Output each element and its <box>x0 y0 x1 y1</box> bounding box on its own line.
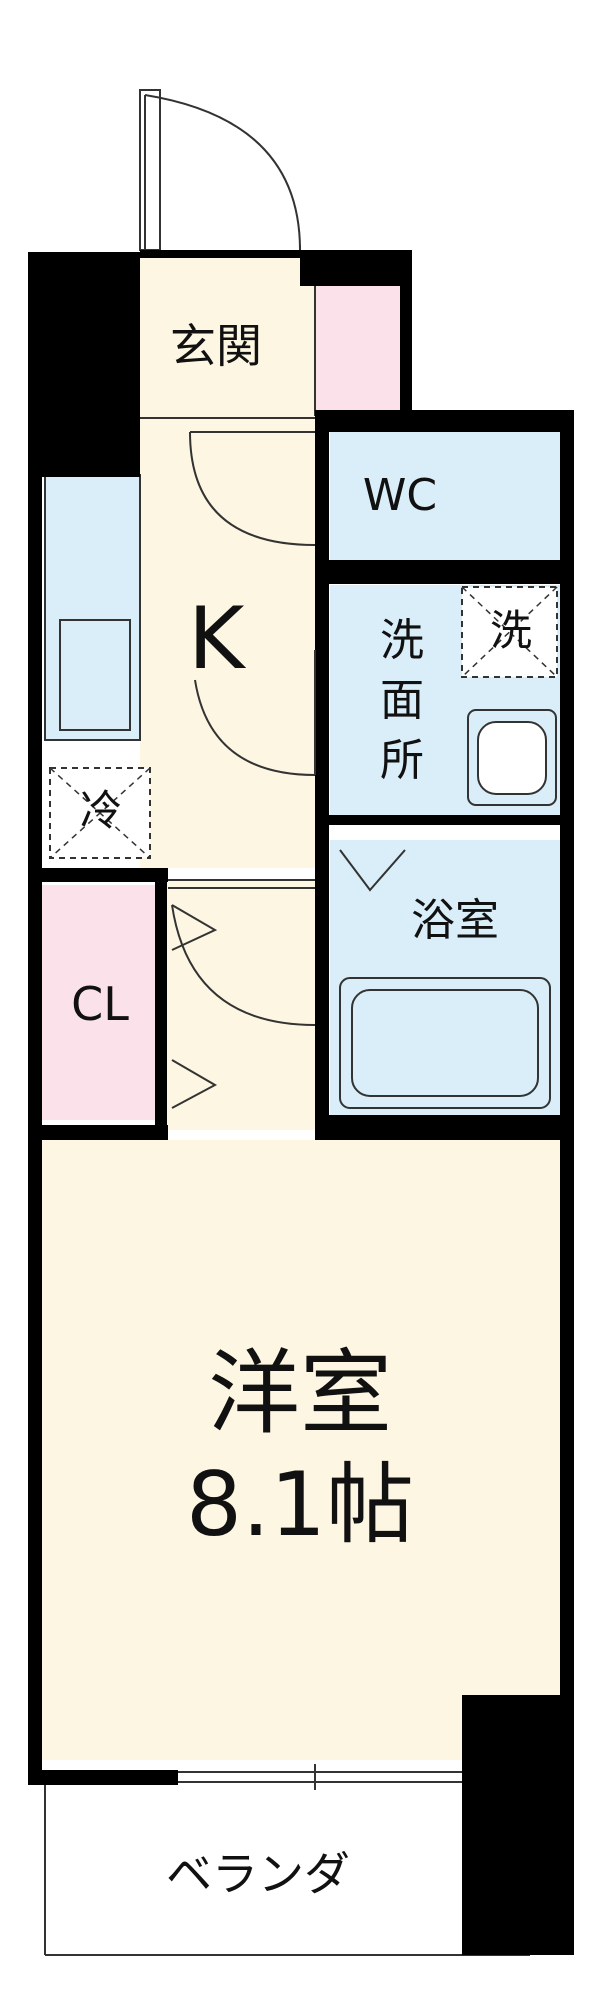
bathroom-label: 浴室 <box>411 895 499 946</box>
shoe-storage <box>314 284 411 416</box>
genkan-floor <box>140 258 315 418</box>
washroom-label-3: 所 <box>380 735 424 786</box>
fridge-label: 冷 <box>80 786 122 835</box>
western-room-size: 8.1帖 <box>186 1453 414 1556</box>
kitchen-label: K <box>188 589 247 689</box>
kitchen-floor <box>140 418 315 868</box>
closet-floor <box>42 885 157 1120</box>
washroom-label-1: 洗 <box>380 615 424 666</box>
door-swings <box>140 417 462 1790</box>
western-room-floor <box>42 1140 565 1760</box>
veranda-label: ベランダ <box>166 1847 350 1901</box>
closet-label: CL <box>71 977 129 1031</box>
veranda-floor <box>42 1785 462 1955</box>
entrance-door <box>139 89 301 258</box>
sink <box>59 619 131 731</box>
walls <box>28 250 574 1955</box>
western-room-label: 洋室 <box>208 1340 392 1447</box>
washer-label: 洗 <box>490 606 532 655</box>
wc-floor <box>330 430 560 560</box>
room-labels: 玄関 WC K 洗 面 所 洗 冷 浴室 CL 洋室 8.1帖 ベランダ <box>71 319 532 1901</box>
washer-space <box>461 586 558 678</box>
washroom-label-2: 面 <box>380 675 424 726</box>
wc-label: WC <box>363 470 437 521</box>
floor-fills <box>42 258 565 1956</box>
genkan-label: 玄関 <box>170 319 262 373</box>
hall-floor <box>160 880 315 1130</box>
